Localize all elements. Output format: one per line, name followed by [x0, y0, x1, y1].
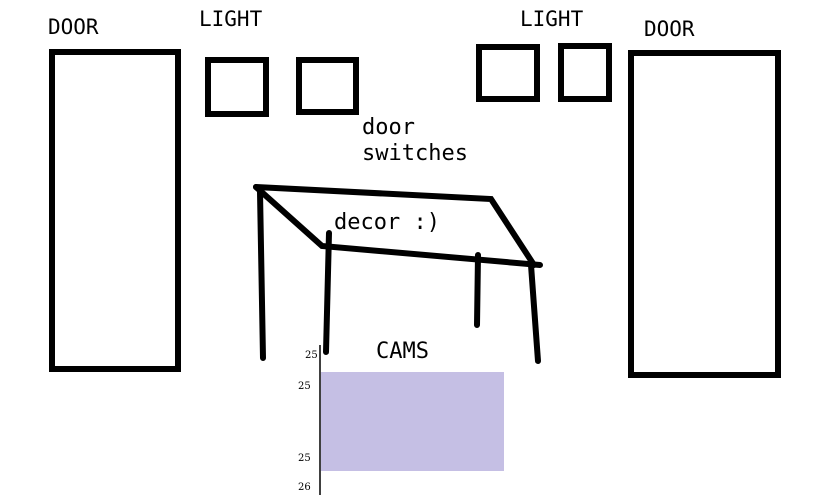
right-door-switch-box	[476, 44, 540, 102]
left-door-switch-box	[296, 57, 359, 115]
desk-top-front-edge	[253, 184, 543, 268]
desk-leg-front-right	[528, 262, 541, 364]
cams-tick-label: 25	[298, 381, 311, 392]
cams-label: CAMS	[376, 339, 429, 364]
cams-tick-label: 26	[298, 482, 311, 493]
decor-desk	[253, 184, 543, 364]
cams-panel	[321, 372, 504, 471]
right-door	[628, 50, 781, 378]
left-door-label: DOOR	[48, 15, 99, 39]
door-switches-label-line2: switches	[362, 141, 468, 166]
desk-top-back-edge	[253, 184, 537, 268]
right-door-label: DOOR	[644, 17, 695, 41]
desk-leg-back-left	[257, 189, 266, 361]
left-light-switch-box	[205, 57, 269, 117]
desk-leg-front-left	[323, 230, 332, 355]
right-light-switch-box	[558, 43, 612, 102]
decor-label: decor :)	[334, 210, 440, 235]
left-light-label: LIGHT	[199, 7, 263, 31]
cams-tick-label: 25	[298, 453, 311, 464]
left-door	[49, 49, 181, 372]
desk-leg-back-right	[474, 252, 481, 328]
cams-tick-label: 25	[305, 350, 318, 361]
door-switches-label-line1: door	[362, 115, 415, 140]
right-light-label: LIGHT	[520, 7, 584, 31]
